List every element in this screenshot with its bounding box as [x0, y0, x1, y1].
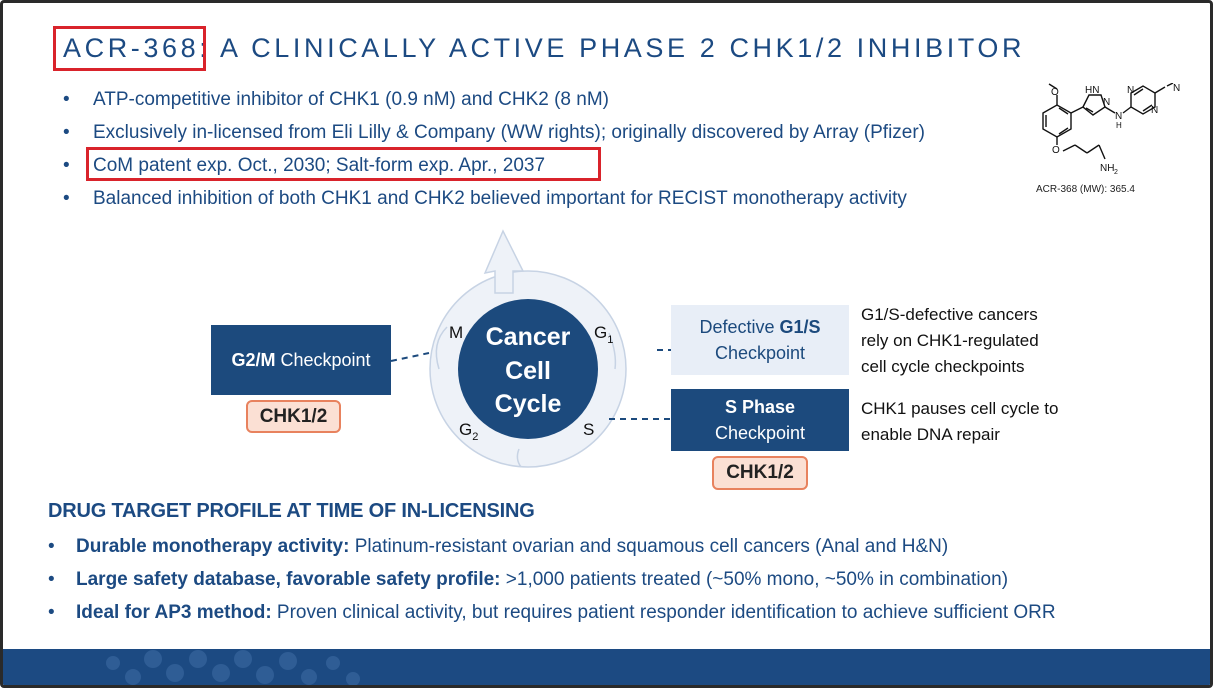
g1s-note-line: cell cycle checkpoints	[861, 357, 1025, 376]
bullet-text: Exclusively in-licensed from Eli Lilly &…	[93, 122, 926, 143]
sphase-checkpoint-box: S Phase Checkpoint	[671, 389, 849, 451]
profile-item-text: Durable monotherapy activity: Platinum-r…	[76, 536, 948, 558]
phase-g2-letter: G	[459, 420, 473, 439]
g1s-checkpoint-box: Defective G1/S Checkpoint	[671, 305, 849, 375]
atom-label: 2	[1114, 169, 1118, 176]
highlight-box-drug-name	[53, 26, 206, 71]
profile-item-bold: Ideal for AP3 method:	[76, 602, 272, 623]
profile-bullet-dot: •	[48, 602, 55, 623]
g2m-checkpoint-box: G2/M Checkpoint	[211, 325, 391, 395]
cycle-center	[458, 299, 598, 439]
g2m-chk-badge: CHK1/2	[246, 400, 341, 433]
footer-dot-pattern	[106, 650, 360, 685]
connector-lines	[390, 349, 671, 420]
g1s-note: G1/S-defective cancers rely on CHK1-regu…	[861, 302, 1039, 380]
profile-item-rest: >1,000 patients treated (~50% mono, ~50%…	[500, 569, 1009, 590]
profile-item-text: Large safety database, favorable safety …	[76, 569, 1008, 591]
sphase-note-line: enable DNA repair	[861, 425, 1000, 444]
cell-cycle-diagram: Cancer Cell Cycle	[429, 229, 627, 468]
footer-band	[3, 649, 1210, 685]
bullet-dot: •	[63, 89, 70, 110]
atom-label: O	[1051, 87, 1059, 98]
bullet-dot: •	[63, 122, 70, 143]
phase-g1-letter: G	[594, 323, 608, 342]
cycle-arrow-icon	[483, 229, 525, 294]
g1s-note-line: G1/S-defective cancers	[861, 305, 1038, 324]
bullet-dot: •	[63, 188, 70, 209]
slide-title: ACR-368: A CLINICALLY ACTIVE PHASE 2 CHK…	[63, 33, 1025, 64]
atom-label: N	[1127, 85, 1134, 96]
atom-label: HN	[1085, 85, 1099, 96]
g1s-note-line: rely on CHK1-regulated	[861, 331, 1039, 350]
profile-heading: DRUG TARGET PROFILE AT TIME OF IN-LICENS…	[48, 500, 535, 522]
bullet-text: Balanced inhibition of both CHK1 and CHK…	[93, 188, 907, 209]
title-drug-name: ACR-368	[63, 33, 200, 63]
phase-label-g1: G1	[594, 323, 613, 346]
g1s-line1: Defective G1/S	[699, 314, 820, 340]
g1s-pre: Defective	[699, 317, 780, 337]
cycle-center-line2: Cell	[505, 357, 551, 385]
g2m-rest: Checkpoint	[275, 350, 371, 370]
profile-item-rest: Platinum-resistant ovarian and squamous …	[349, 536, 949, 557]
atom-label: N	[1103, 97, 1110, 108]
sphase-line1: S Phase	[725, 394, 795, 420]
sphase-note-line: CHK1 pauses cell cycle to	[861, 399, 1059, 418]
g1s-line2: Checkpoint	[714, 343, 806, 363]
phase-label-m: M	[449, 323, 464, 342]
molecule-structure-image: O HN N N H N N N O NH 2	[1042, 83, 1180, 176]
phase-label-s: S	[583, 420, 595, 439]
bullet-dot: •	[63, 155, 70, 176]
g2m-label: G2/M Checkpoint	[231, 347, 370, 373]
profile-item-text: Ideal for AP3 method: Proven clinical ac…	[76, 602, 1056, 624]
highlight-box-patent	[86, 147, 601, 181]
phase-g1-sub: 1	[607, 334, 614, 346]
sphase-bold: S Phase	[724, 397, 796, 417]
g2m-bold: G2/M	[231, 350, 276, 370]
atom-label: NH	[1100, 163, 1114, 174]
g1s-bold: G1/S	[779, 317, 821, 337]
profile-bullet-dot: •	[48, 536, 55, 557]
bullet-text: ATP-competitive inhibitor of CHK1 (0.9 n…	[93, 89, 609, 110]
sphase-note: CHK1 pauses cell cycle to enable DNA rep…	[861, 396, 1058, 448]
cycle-center-line3: Cycle	[495, 390, 562, 418]
profile-item-rest: Proven clinical activity, but requires p…	[271, 602, 1056, 623]
phase-g2-sub: 2	[472, 431, 479, 443]
phase-label-g2: G2	[459, 420, 478, 443]
cycle-center-line1: Cancer	[486, 323, 571, 351]
profile-item-bold: Large safety database, favorable safety …	[76, 569, 501, 590]
sphase-chk-badge: CHK1/2	[712, 456, 808, 490]
bullet-text: CoM patent exp. Oct., 2030; Salt-form ex…	[93, 155, 546, 176]
atom-label: N	[1151, 105, 1158, 116]
atom-label: N	[1173, 83, 1180, 94]
profile-bullet-dot: •	[48, 569, 55, 590]
molecule-caption: ACR-368 (MW): 365.4	[1036, 184, 1135, 195]
profile-item-bold: Durable monotherapy activity:	[76, 536, 350, 557]
title-rest: : A CLINICALLY ACTIVE PHASE 2 CHK1/2 INH…	[199, 33, 1026, 63]
atom-label: O	[1052, 145, 1060, 156]
atom-label: N	[1115, 111, 1122, 122]
atom-label: H	[1116, 121, 1122, 130]
sphase-line2: Checkpoint	[714, 423, 806, 443]
